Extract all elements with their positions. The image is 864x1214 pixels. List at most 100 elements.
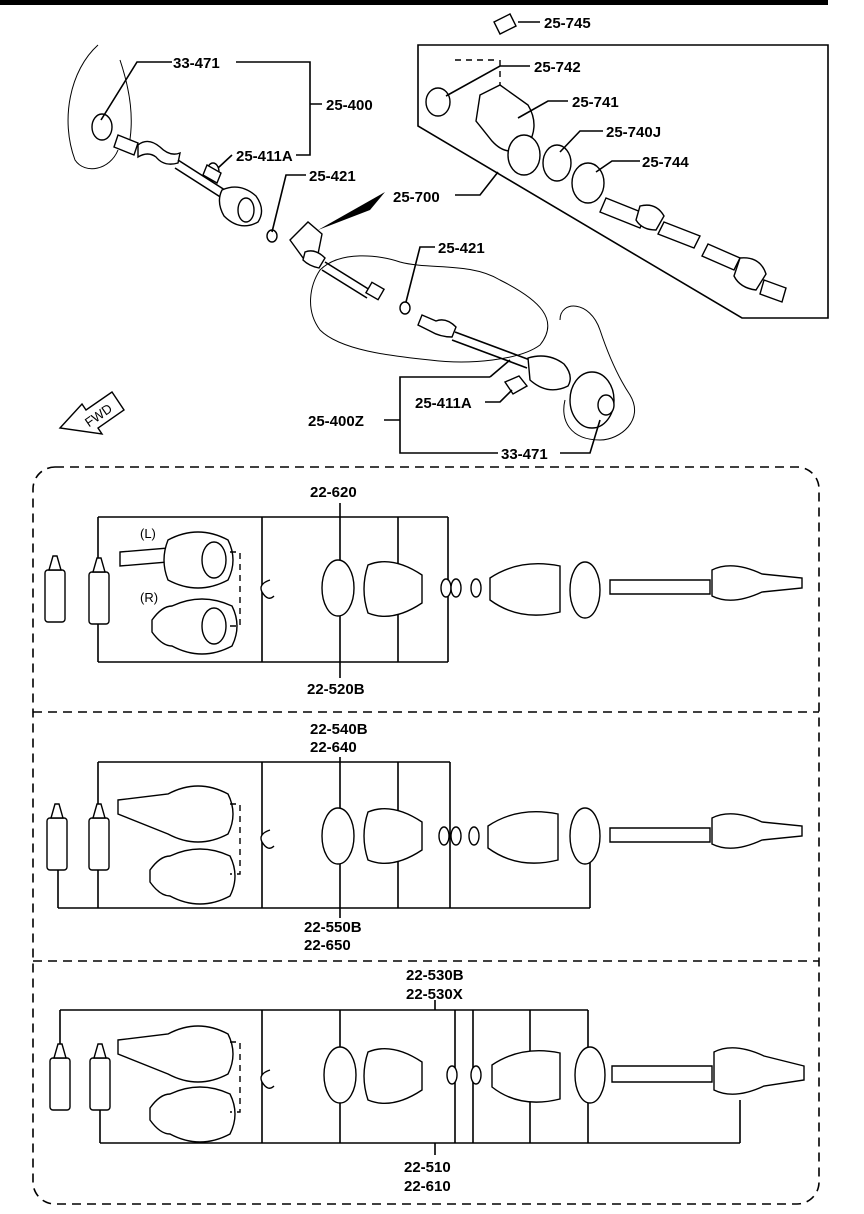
s3-snap-ring xyxy=(260,1069,275,1089)
s2-shaft xyxy=(609,827,711,843)
leader-25-744 xyxy=(595,160,640,173)
section-1: (L) (R) 22-620 22-520B xyxy=(44,484,803,698)
detail-pointer-arrow xyxy=(318,192,385,230)
s1-outer-boot xyxy=(489,563,561,616)
label-25-400: 25-400 xyxy=(326,97,373,114)
s1-label-r: (R) xyxy=(140,590,158,605)
fwd-arrow: FWD xyxy=(58,391,125,435)
label-25-741: 25-741 xyxy=(572,94,619,111)
s1-inner-boot xyxy=(363,561,423,617)
s2-snap-ring xyxy=(260,829,275,849)
right-hub-nut xyxy=(597,394,615,416)
leader-25-421-top xyxy=(271,174,306,233)
s2-outer-joint xyxy=(711,813,803,849)
dust-seal-25-744 xyxy=(571,162,605,204)
leader-25-411a-bot xyxy=(485,389,513,403)
s1-shaft xyxy=(609,579,711,595)
top-assembly: FWD 33 xyxy=(58,13,829,463)
leader-33-471-top xyxy=(100,61,172,121)
s2-joint-lower xyxy=(149,848,236,905)
s3-grease-tube-1 xyxy=(49,1057,71,1111)
label-25-421-mid: 25-421 xyxy=(438,240,485,257)
label-25-740j: 25-740J xyxy=(606,124,661,141)
bolt-25-745 xyxy=(493,13,517,35)
kit-sections-dashed-frame xyxy=(32,466,820,1205)
right-knuckle-outline xyxy=(559,305,636,441)
s3-inner-boot xyxy=(363,1048,423,1104)
inset-shaft xyxy=(599,197,787,303)
s1-boot-band-small-2 xyxy=(470,578,482,598)
label-25-745: 25-745 xyxy=(544,15,591,32)
label-25-742: 25-742 xyxy=(534,59,581,76)
left-hub-nut xyxy=(91,113,113,141)
top-border-bar xyxy=(0,0,828,5)
label-25-400z: 25-400Z xyxy=(308,413,364,430)
s3-label-bottom-1: 22-510 xyxy=(404,1159,451,1176)
s2-label-bottom-1: 22-550B xyxy=(304,919,362,936)
leader-25-742 xyxy=(445,65,530,97)
s1-label-bottom: 22-520B xyxy=(307,681,365,698)
s2-inner-boot xyxy=(363,808,423,864)
s1-joint-l-stub xyxy=(119,547,169,567)
leader-25-411a-top xyxy=(217,154,233,169)
s1-label-l: (L) xyxy=(140,526,156,541)
s1-label-top: 22-620 xyxy=(310,484,357,501)
label-33-471-top: 33-471 xyxy=(173,55,220,72)
section-2: 22-540B 22-640 22-550B 22-650 xyxy=(46,721,803,954)
s3-label-top-1: 22-530B xyxy=(406,967,464,984)
leader-25-740j xyxy=(559,130,603,153)
label-33-471-bot: 33-471 xyxy=(501,446,548,463)
s2-outer-boot xyxy=(487,811,559,864)
s1-outer-joint xyxy=(711,565,803,601)
s2-label-top-1: 22-540B xyxy=(310,721,368,738)
leader-25-700 xyxy=(455,171,499,196)
bearing-25-740j xyxy=(542,144,572,182)
s1-grease-tube-1 xyxy=(44,569,66,623)
section-3: 22-530B 22-530X 22-510 22-610 xyxy=(49,967,805,1195)
leader-25-400z xyxy=(384,376,498,454)
s3-joint-upper xyxy=(117,1025,234,1083)
leader-25-400 xyxy=(236,61,322,156)
leader-25-421-mid xyxy=(405,246,435,303)
s3-label-top-2: 22-530X xyxy=(406,986,463,1003)
right-driveshaft xyxy=(417,314,571,391)
s2-grease-tube-2 xyxy=(88,817,110,871)
label-25-744: 25-744 xyxy=(642,154,689,171)
s3-joint-lower xyxy=(149,1086,236,1143)
label-25-411a-bot: 25-411A xyxy=(415,395,472,412)
transaxle-outline xyxy=(310,255,549,363)
label-25-700: 25-700 xyxy=(393,189,440,206)
s2-grease-tube-1 xyxy=(46,817,68,871)
leader-25-741 xyxy=(517,100,568,119)
s2-boot-band-outer xyxy=(569,807,601,865)
s3-shaft xyxy=(611,1065,713,1083)
s3-boot-band-outer xyxy=(574,1046,606,1104)
s2-joint-upper xyxy=(117,785,234,843)
s1-boot-band-small-1 xyxy=(440,578,452,598)
s2-label-top-2: 22-640 xyxy=(310,739,357,756)
s1-boot-band-large xyxy=(321,559,355,617)
s3-grease-tube-2 xyxy=(89,1057,111,1111)
leader-33-471-bot xyxy=(560,419,601,454)
s1-grease-tube-2 xyxy=(88,571,110,625)
s3-label-bottom-2: 22-610 xyxy=(404,1178,451,1195)
s3-joint-dash xyxy=(230,1041,241,1113)
right-dynamic-damper xyxy=(503,375,529,395)
center-bearing-inset-box xyxy=(417,44,829,319)
clip-ring-right xyxy=(399,301,411,315)
dust-seal-25-742 xyxy=(425,87,451,117)
s2-label-bottom-2: 22-650 xyxy=(304,937,351,954)
label-25-411a-top: 25-411A xyxy=(236,148,293,165)
s3-outer-joint xyxy=(713,1047,805,1095)
label-25-421-top: 25-421 xyxy=(309,168,356,185)
s3-boot-band-large xyxy=(323,1046,357,1104)
s1-boot-band-outer xyxy=(569,561,601,619)
bolt-dashed-line xyxy=(455,59,501,88)
s1-joint-dash xyxy=(230,551,241,627)
s2-joint-dash xyxy=(230,803,241,875)
s2-boot-band-large xyxy=(321,807,355,865)
s3-outer-boot xyxy=(491,1050,561,1103)
left-driveshaft xyxy=(113,134,263,227)
s1-snap-ring xyxy=(260,579,275,599)
